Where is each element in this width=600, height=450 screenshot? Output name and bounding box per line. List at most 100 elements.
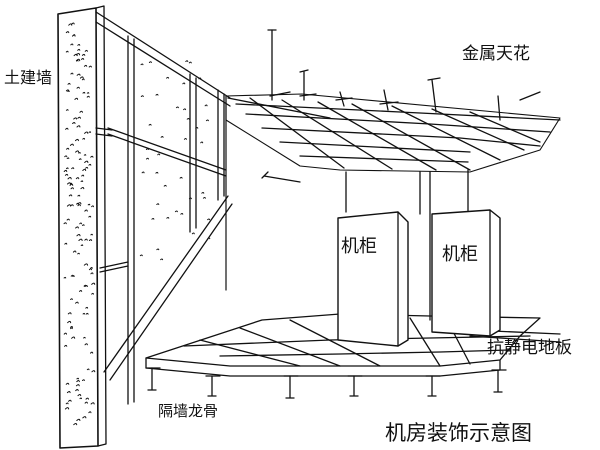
- wall-speckle: [75, 389, 79, 392]
- wall-speckle: [64, 155, 68, 158]
- wall-speckle: [73, 422, 78, 426]
- wall-speckle: [85, 397, 89, 400]
- frame-speckle: [139, 254, 143, 257]
- label-cabinet-1: 机柜: [341, 236, 377, 257]
- wall-speckle: [80, 244, 84, 246]
- partition-stud-frame: [95, 11, 331, 405]
- wall-speckle: [76, 380, 80, 383]
- wall-speckle: [65, 89, 70, 92]
- wall-speckle: [85, 312, 89, 315]
- wall-speckle: [86, 92, 90, 94]
- wall-speckle: [90, 155, 94, 158]
- frame-speckle: [160, 136, 164, 138]
- frame-speckle: [183, 108, 187, 111]
- wall-speckle: [67, 320, 72, 324]
- wall-speckle: [70, 72, 74, 75]
- wall-speckle: [63, 222, 67, 225]
- wall-speckle: [88, 215, 92, 218]
- wall-speckle: [70, 326, 74, 328]
- wall-speckle: [69, 143, 74, 146]
- frame-speckle: [141, 171, 145, 174]
- frame-speckle: [202, 196, 206, 199]
- wall-speckle: [76, 202, 80, 205]
- metal-ceiling-grid: [225, 29, 561, 183]
- frame-speckle: [151, 217, 155, 220]
- frame-speckle: [140, 63, 144, 66]
- civil-wall: [57, 5, 107, 449]
- wall-speckle: [84, 160, 89, 163]
- wall-speckle: [91, 205, 94, 208]
- wall-speckle: [78, 158, 82, 160]
- wall-speckle: [79, 289, 83, 292]
- frame-speckle: [182, 82, 186, 85]
- wall-speckle: [72, 34, 76, 36]
- wall-speckle: [76, 418, 81, 421]
- wall-speckle: [79, 397, 82, 400]
- wall-speckle: [71, 336, 76, 339]
- wall-speckle: [88, 268, 93, 271]
- wall-speckle: [75, 177, 80, 180]
- wall-speckle: [78, 151, 81, 154]
- frame-speckle: [186, 117, 190, 120]
- wall-speckle: [67, 182, 72, 185]
- diagram-caption: 机房装饰示意图: [385, 421, 532, 445]
- wall-speckle: [64, 173, 69, 176]
- wall-speckle: [87, 203, 91, 206]
- wall-speckle: [76, 86, 80, 89]
- wall-speckle: [76, 73, 81, 76]
- wall-speckle: [74, 97, 79, 100]
- wall-speckle: [70, 43, 74, 46]
- label-raised-floor: 抗静电地板: [487, 338, 572, 358]
- wall-speckle: [84, 209, 88, 212]
- wall-speckle: [88, 131, 92, 133]
- wall-speckle: [82, 379, 85, 381]
- wall-speckle: [77, 393, 82, 397]
- frame-speckle: [195, 126, 199, 129]
- wall-speckle: [83, 336, 86, 339]
- wall-speckle: [84, 284, 88, 287]
- wall-speckle: [72, 250, 77, 253]
- frame-speckle: [180, 212, 184, 215]
- wall-speckle: [75, 301, 79, 304]
- wall-speckle: [78, 238, 83, 241]
- wall-speckle: [64, 407, 70, 410]
- wall-speckle: [81, 78, 85, 81]
- wall-speckle: [90, 266, 93, 269]
- wall-speckle: [88, 65, 92, 68]
- wall-speckle: [84, 49, 88, 52]
- wall-speckle: [63, 332, 68, 335]
- wall-speckle: [66, 147, 70, 150]
- wall-speckle: [77, 204, 81, 207]
- label-partition-stud: 隔墙龙骨: [158, 402, 219, 420]
- frame-speckle: [146, 157, 149, 160]
- frame-speckle: [166, 216, 170, 219]
- wall-speckle: [75, 150, 80, 153]
- wall-speckle: [88, 163, 92, 166]
- wall-speckle: [65, 109, 69, 111]
- frame-speckle: [156, 248, 160, 251]
- frame-speckle: [183, 138, 187, 140]
- wall-speckle: [67, 177, 72, 180]
- wall-speckle: [84, 238, 88, 241]
- wall-speckle: [90, 351, 94, 354]
- wall-speckle: [83, 284, 87, 287]
- wall-speckle: [63, 276, 67, 279]
- wall-speckle: [85, 166, 89, 169]
- wall-speckle: [81, 174, 85, 177]
- wall-speckle: [83, 154, 87, 156]
- back-structure: [345, 169, 469, 321]
- cabinets: [337, 209, 501, 347]
- wall-speckle: [65, 31, 70, 34]
- frame-speckle: [207, 218, 211, 221]
- label-civil-wall: 土建墙: [4, 68, 53, 87]
- wall-speckle: [91, 370, 96, 373]
- wall-speckle: [63, 169, 68, 172]
- frame-speckle: [148, 61, 152, 63]
- frame-speckle: [160, 258, 164, 261]
- frame-speckle: [174, 210, 178, 213]
- wall-speckle: [80, 180, 84, 182]
- wall-speckle: [67, 82, 71, 85]
- wall-speckle: [70, 327, 73, 330]
